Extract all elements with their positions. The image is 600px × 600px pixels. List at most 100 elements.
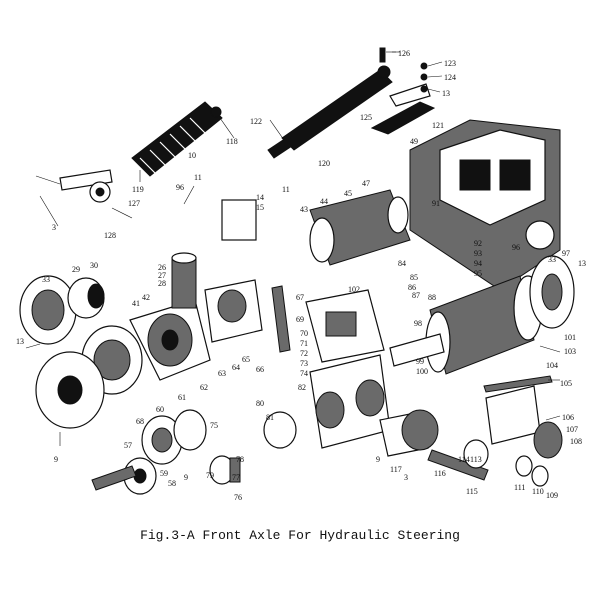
axle-housing-right — [409, 119, 561, 291]
callout-104: 104 — [546, 361, 558, 370]
callout-107: 107 — [566, 425, 578, 434]
callout-111: 111 — [514, 483, 525, 492]
tie-rod-end — [35, 169, 113, 203]
callout-67: 67 — [296, 293, 304, 302]
spline-shaft — [271, 285, 445, 367]
callout-29: 29 — [72, 265, 80, 274]
swivel-housing — [129, 299, 211, 381]
callout-66: 66 — [256, 365, 264, 374]
callout-108: 108 — [570, 437, 582, 446]
callout-84: 84 — [398, 259, 406, 268]
callout-119: 119 — [132, 185, 144, 194]
callout-26: 26 — [158, 263, 166, 272]
callout-13-right: 13 — [578, 259, 586, 268]
callout-47: 47 — [362, 179, 370, 188]
callout-87: 87 — [412, 291, 420, 300]
callout-57: 57 — [124, 441, 132, 450]
callout-78: 78 — [236, 455, 244, 464]
leader-lines — [25, 51, 561, 446]
callout-109: 109 — [546, 491, 558, 500]
callout-88: 88 — [428, 293, 436, 302]
callout-14: 14 — [256, 193, 264, 202]
callout-33-right: 33 — [548, 255, 556, 264]
callout-labels: 126 123 124 13 122 125 121 120 118 10 11… — [16, 49, 586, 502]
callout-128: 128 — [104, 231, 116, 240]
callout-125: 125 — [360, 113, 372, 122]
callout-98: 98 — [414, 319, 422, 328]
callout-60: 60 — [156, 405, 164, 414]
callout-64: 64 — [232, 363, 240, 372]
callout-100: 100 — [416, 367, 428, 376]
callout-73: 73 — [300, 359, 308, 368]
callout-13-left: 13 — [16, 337, 24, 346]
callout-15: 15 — [256, 203, 264, 212]
callout-43: 43 — [300, 205, 308, 214]
callout-59: 59 — [160, 469, 168, 478]
callout-110: 110 — [532, 487, 544, 496]
callout-33: 33 — [42, 275, 50, 284]
callout-41: 41 — [132, 299, 140, 308]
callout-96: 96 — [176, 183, 184, 192]
callout-120: 120 — [318, 159, 330, 168]
callout-93: 93 — [474, 249, 482, 258]
callout-101: 101 — [564, 333, 576, 342]
wheel-hub-flange-left — [19, 275, 105, 345]
pinion-lower — [209, 411, 297, 485]
callout-68: 68 — [136, 417, 144, 426]
callout-63: 63 — [218, 369, 226, 378]
callout-118: 118 — [226, 137, 238, 146]
callout-96-right: 96 — [512, 243, 520, 252]
differential-housing — [309, 354, 391, 449]
callout-11-center: 11 — [282, 185, 290, 194]
callout-71: 71 — [300, 339, 308, 348]
callout-9-left: 9 — [54, 455, 58, 464]
callout-121: 121 — [432, 121, 444, 130]
callout-86: 86 — [408, 283, 416, 292]
callout-82: 82 — [298, 383, 306, 392]
callout-75: 75 — [210, 421, 218, 430]
callout-92: 92 — [474, 239, 482, 248]
callout-77: 77 — [232, 473, 240, 482]
callout-116: 116 — [434, 469, 446, 478]
callout-30: 30 — [90, 261, 98, 270]
callout-9-lower: 9 — [376, 455, 380, 464]
callout-127: 127 — [128, 199, 140, 208]
callout-94: 94 — [474, 259, 482, 268]
callout-81: 81 — [266, 413, 274, 422]
cylinder-bracket — [370, 83, 436, 135]
callout-105: 105 — [560, 379, 572, 388]
callout-95: 95 — [474, 269, 482, 278]
callout-106: 106 — [562, 413, 574, 422]
callout-85: 85 — [410, 273, 418, 282]
callout-124: 124 — [444, 73, 456, 82]
bracket-lower-right — [485, 385, 563, 487]
callout-11: 11 — [194, 173, 202, 182]
callout-123: 123 — [444, 59, 456, 68]
callout-99: 99 — [416, 357, 424, 366]
gear-cover-plate — [305, 289, 385, 363]
callout-27: 27 — [158, 271, 166, 280]
callout-115: 115 — [466, 487, 478, 496]
callout-70: 70 — [300, 329, 308, 338]
callout-126: 126 — [398, 49, 410, 58]
callout-114: 114 — [458, 455, 470, 464]
callout-72: 72 — [300, 349, 308, 358]
callout-122: 122 — [250, 117, 262, 126]
callout-74: 74 — [300, 369, 308, 378]
upper-knuckle — [204, 279, 263, 343]
callout-80: 80 — [256, 399, 264, 408]
rubber-bellows — [131, 101, 223, 177]
axle-tube-right — [425, 275, 543, 375]
callout-9-bottom: 9 — [184, 473, 188, 482]
yoke-lower-center — [379, 409, 439, 457]
callout-28: 28 — [158, 279, 166, 288]
shaft-lower-left — [91, 465, 137, 491]
callout-97: 97 — [562, 249, 570, 258]
hydraulic-cylinder — [267, 47, 396, 159]
callout-103: 103 — [564, 347, 576, 356]
ring-gear-left — [35, 325, 143, 429]
callout-69: 69 — [296, 315, 304, 324]
callout-113: 113 — [470, 455, 482, 464]
pin-right — [483, 375, 553, 393]
